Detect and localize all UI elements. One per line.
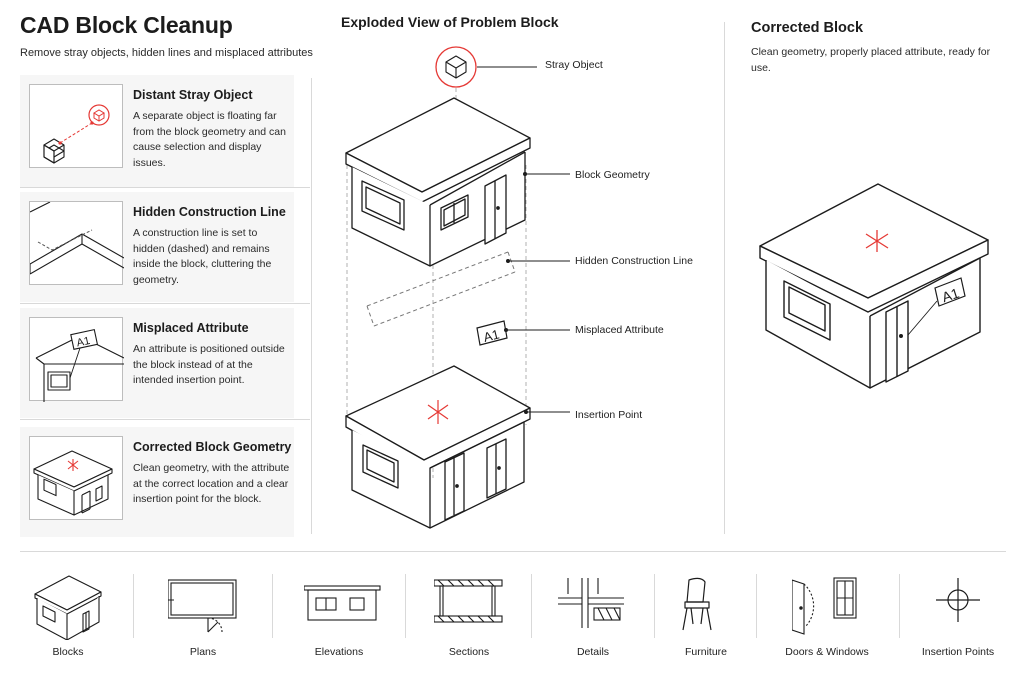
- category-furniture[interactable]: Furniture: [651, 566, 761, 672]
- misplaced-attribute-tag: A1: [476, 320, 570, 346]
- block-geometry: [345, 97, 531, 267]
- issue-card-misplaced-attribute: A1 Misplaced Attribute An attribute is p…: [20, 308, 294, 418]
- callout-stray-object: Stray Object: [545, 59, 603, 71]
- plans-icon: [168, 579, 237, 633]
- stray-object-marker: [435, 46, 537, 88]
- corrected-geometry-thumbnail: [29, 436, 123, 520]
- column-divider: [724, 22, 725, 534]
- category-label: Elevations: [314, 646, 364, 658]
- category-separator: [899, 574, 900, 638]
- column-divider: [311, 78, 312, 534]
- page-title: CAD Block Cleanup: [20, 12, 233, 38]
- insertion-point-icon: [936, 578, 980, 622]
- category-label: Furniture: [684, 646, 727, 658]
- category-elevations[interactable]: Elevations: [284, 566, 394, 672]
- category-separator: [531, 574, 532, 638]
- page-subtitle: Remove stray objects, hidden lines and m…: [20, 47, 313, 59]
- hidden-line-thumbnail: [29, 201, 125, 285]
- svg-text:A1: A1: [76, 335, 92, 350]
- category-separator: [654, 574, 655, 638]
- issue-card-corrected-geometry: Corrected Block Geometry Clean geometry,…: [20, 427, 294, 537]
- svg-text:A1: A1: [940, 285, 961, 306]
- issue-description: An attribute is positioned outside the b…: [133, 343, 285, 386]
- attribute-tag: A1: [70, 329, 99, 350]
- corrected-block-title: Corrected Block: [751, 20, 864, 36]
- details-icon: [558, 578, 624, 628]
- callout-misplaced-attribute: Misplaced Attribute: [575, 324, 664, 336]
- corrected-block-description: Clean geometry, properly placed attribut…: [751, 46, 991, 74]
- category-label: Doors & Windows: [785, 646, 869, 658]
- category-blocks[interactable]: Blocks: [13, 566, 123, 672]
- exploded-view-title: Exploded View of Problem Block: [341, 14, 559, 30]
- issue-card-stray-object: Distant Stray Object A separate object i…: [20, 75, 294, 187]
- category-separator: [405, 574, 406, 638]
- callout-insertion-point: Insertion Point: [575, 409, 643, 421]
- category-separator: [133, 574, 134, 638]
- issue-title: Misplaced Attribute: [133, 321, 249, 335]
- insertion-point-marker: [427, 400, 449, 424]
- category-label: Plans: [189, 646, 217, 658]
- exploded-view-diagram: A1: [345, 46, 570, 529]
- assembled-block: [345, 365, 531, 529]
- hidden-construction-line: [366, 251, 570, 327]
- issue-description: Clean geometry, with the attribute at th…: [133, 462, 290, 505]
- callout-block-geometry: Block Geometry: [575, 169, 650, 181]
- issue-title: Corrected Block Geometry: [133, 440, 292, 454]
- corrected-block-diagram: A1: [759, 183, 989, 389]
- category-label: Sections: [448, 646, 490, 658]
- card-divider: [20, 303, 310, 304]
- issue-card-hidden-line: Hidden Construction Line A construction …: [20, 192, 294, 302]
- door-window-icon: [792, 577, 857, 635]
- card-divider: [20, 419, 310, 420]
- category-divider: [20, 551, 1006, 552]
- sections-icon: [434, 579, 503, 623]
- chair-icon: [682, 577, 712, 631]
- corrected-insertion-point: [865, 230, 889, 252]
- category-details[interactable]: Details: [538, 566, 648, 672]
- misplaced-attribute-thumbnail: A1: [29, 317, 125, 402]
- category-doors-windows[interactable]: Doors & Windows: [772, 566, 882, 672]
- category-sections[interactable]: Sections: [414, 566, 524, 672]
- issue-title: Distant Stray Object: [133, 88, 253, 102]
- category-label: Details: [576, 646, 610, 658]
- blocks-icon: [34, 575, 102, 640]
- category-label: Insertion Points: [921, 646, 995, 658]
- issue-description: A separate object is floating far from t…: [133, 110, 286, 169]
- category-separator: [756, 574, 757, 638]
- svg-text:A1: A1: [482, 327, 501, 345]
- card-divider: [20, 187, 310, 188]
- category-insertion-points[interactable]: Insertion Points: [903, 566, 1013, 672]
- corrected-attribute-tag: A1: [907, 277, 966, 336]
- category-plans[interactable]: Plans: [148, 566, 258, 672]
- issue-description: A construction line is set to hidden (da…: [133, 227, 272, 286]
- category-label: Blocks: [52, 646, 84, 658]
- issue-title: Hidden Construction Line: [133, 205, 286, 219]
- callout-hidden-construction-line: Hidden Construction Line: [575, 255, 693, 267]
- category-separator: [272, 574, 273, 638]
- elevations-icon: [304, 585, 381, 621]
- stray-object-thumbnail: [29, 84, 123, 168]
